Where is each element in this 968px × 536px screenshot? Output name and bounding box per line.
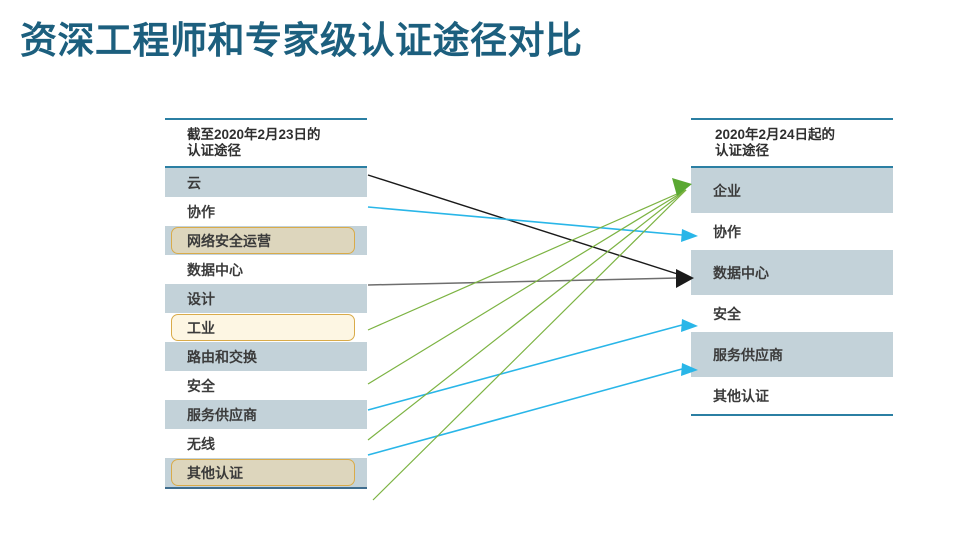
connector-yun-to-datacenter: [367, 174, 691, 279]
connector-design-to-enterprise: [367, 189, 687, 331]
list-item-highlighted[interactable]: 网络安全运营: [165, 226, 367, 255]
list-item[interactable]: 安全: [165, 371, 367, 400]
list-item[interactable]: 云: [165, 168, 367, 197]
connector-datacenter-to-datacenter: [367, 277, 679, 286]
list-item-label: 网络安全运营: [187, 232, 271, 249]
connector-wireless-to-enterprise: [367, 189, 687, 441]
list-item-label: 其他认证: [713, 387, 769, 404]
list-item-label: 协作: [187, 203, 215, 220]
left-column-bottom-rule: [165, 487, 367, 489]
list-item-label: 安全: [713, 305, 741, 322]
connector-routing-to-enterprise: [367, 189, 687, 385]
list-item-highlighted[interactable]: 工业: [165, 313, 367, 342]
left-column-rows: 云 协作 网络安全运营 数据中心 设计 工业 路由和交换 安全 服务供应商: [165, 168, 367, 487]
list-item[interactable]: 服务供应商: [691, 332, 893, 377]
left-column-top-rule: [165, 118, 367, 120]
list-item-label: 云: [187, 174, 201, 191]
list-item[interactable]: 数据中心: [165, 255, 367, 284]
list-item-label: 企业: [713, 182, 741, 199]
list-item[interactable]: 数据中心: [691, 250, 893, 295]
list-item-label: 服务供应商: [187, 406, 257, 423]
right-column-header-rule: [691, 166, 893, 168]
highlight-pill: [171, 227, 355, 254]
list-item-label: 安全: [187, 377, 215, 394]
list-item[interactable]: 服务供应商: [165, 400, 367, 429]
list-item-label: 数据中心: [187, 261, 243, 278]
right-column: 2020年2月24日起的 认证途径 企业 协作 数据中心 安全 服务供应商 其他…: [691, 118, 893, 416]
left-column-header-rule: [165, 166, 367, 168]
list-item[interactable]: 路由和交换: [165, 342, 367, 371]
list-item-highlighted[interactable]: 其他认证: [165, 458, 367, 487]
list-item[interactable]: 设计: [165, 284, 367, 313]
highlight-pill: [171, 314, 355, 341]
right-column-header: 2020年2月24日起的 认证途径: [715, 127, 836, 158]
list-item[interactable]: 协作: [691, 213, 893, 250]
right-column-top-rule: [691, 118, 893, 120]
list-item-label: 协作: [713, 223, 741, 240]
list-item-label: 其他认证: [187, 464, 243, 481]
connector-sp-to-sp: [367, 368, 683, 456]
list-item-label: 设计: [187, 290, 215, 307]
connector-collab-to-collab: [367, 206, 683, 236]
list-item[interactable]: 安全: [691, 295, 893, 332]
list-item-label: 无线: [187, 435, 215, 452]
arrowhead-enterprise: [672, 178, 692, 196]
list-item[interactable]: 无线: [165, 429, 367, 458]
list-item-label: 数据中心: [713, 264, 769, 281]
right-column-rows: 企业 协作 数据中心 安全 服务供应商 其他认证: [691, 168, 893, 414]
list-item-label: 工业: [187, 319, 215, 336]
right-column-bottom-rule: [691, 414, 893, 416]
connector-security-to-security: [367, 324, 683, 411]
list-item-label: 路由和交换: [187, 348, 257, 365]
page-title: 资深工程师和专家级认证途径对比: [20, 20, 583, 61]
connector-other-to-enterprise: [372, 189, 687, 501]
list-item-label: 服务供应商: [713, 346, 783, 363]
list-item[interactable]: 其他认证: [691, 377, 893, 414]
left-column: 截至2020年2月23日的 认证途径 云 协作 网络安全运营 数据中心 设计 工…: [165, 118, 367, 489]
highlight-pill: [171, 459, 355, 486]
list-item[interactable]: 企业: [691, 168, 893, 213]
list-item[interactable]: 协作: [165, 197, 367, 226]
left-column-header: 截至2020年2月23日的 认证途径: [187, 127, 321, 158]
